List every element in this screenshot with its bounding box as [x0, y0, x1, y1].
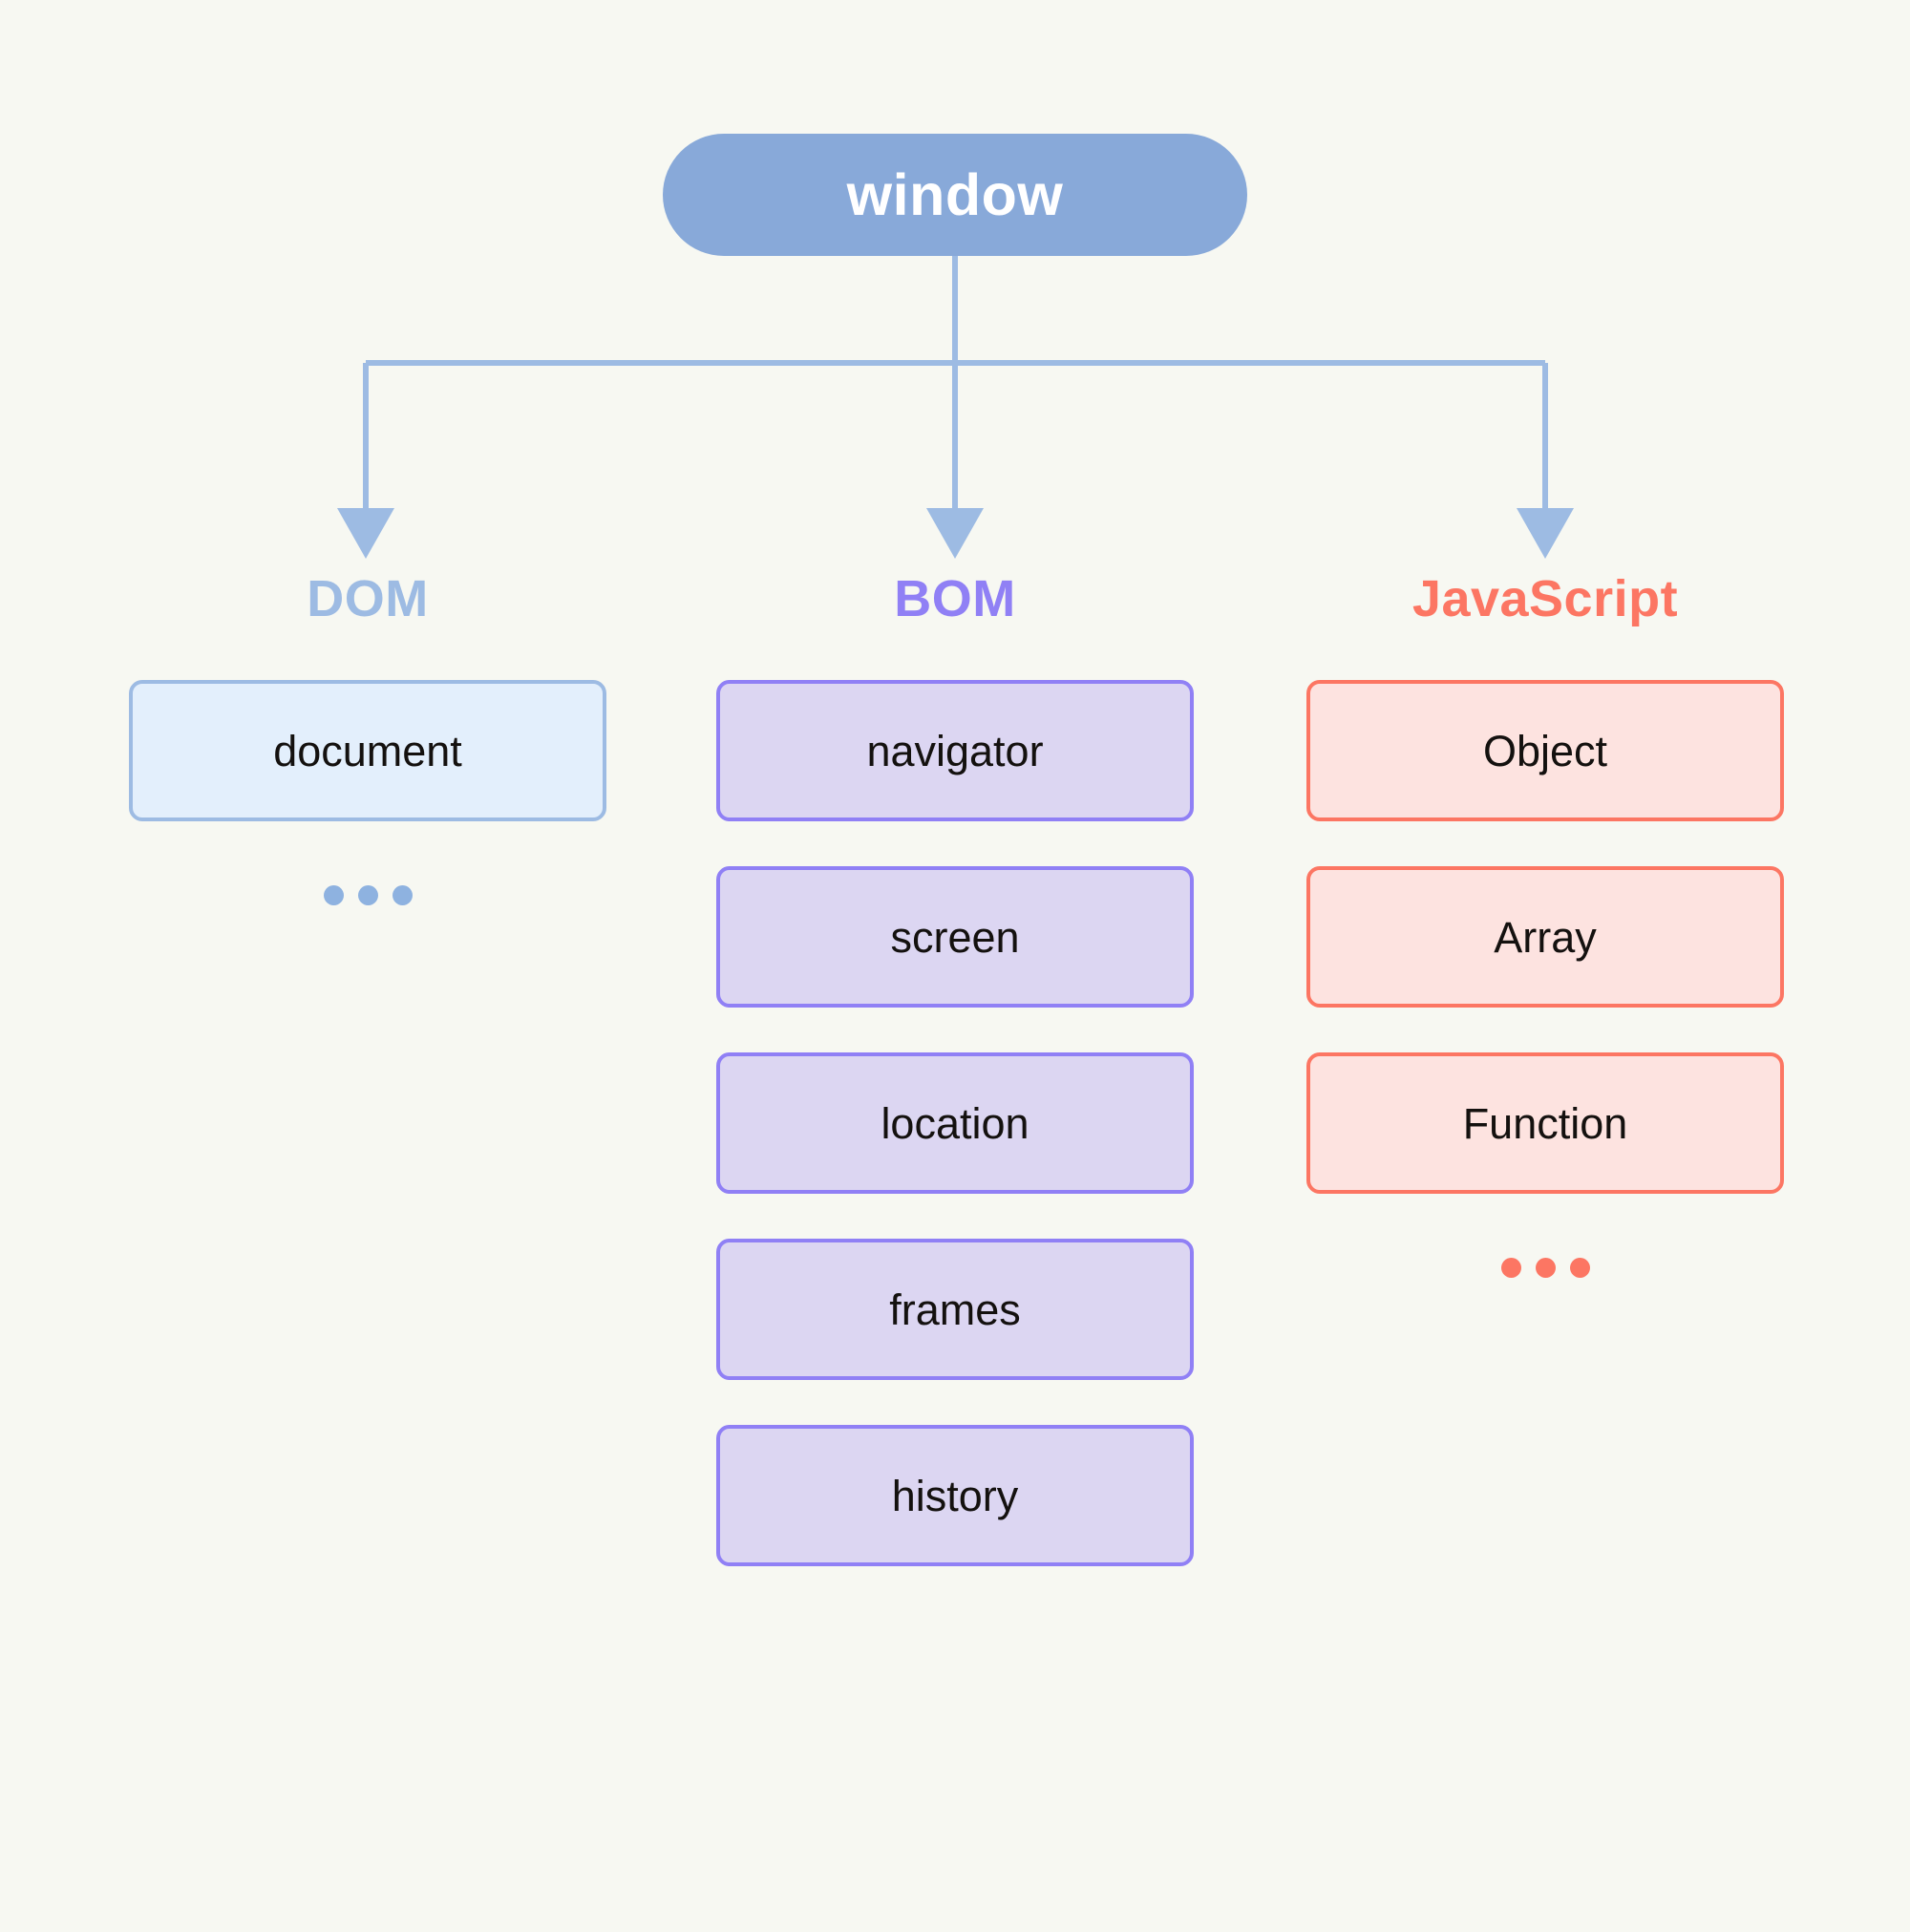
ellipsis-dot: [1500, 1257, 1521, 1278]
ellipsis-dot: [1535, 1257, 1556, 1278]
ellipsis-dot: [323, 884, 344, 905]
node-screen[interactable]: screen: [716, 866, 1194, 1008]
column-heading-javascript: JavaScript: [1411, 570, 1679, 627]
node-navigator-label: navigator: [866, 726, 1044, 775]
node-location[interactable]: location: [716, 1052, 1194, 1194]
node-document[interactable]: document: [129, 680, 606, 821]
column-heading-bom: BOM: [894, 570, 1016, 627]
node-navigator[interactable]: navigator: [716, 680, 1194, 821]
column-javascript: JavaScript Object Array Function: [1306, 573, 1784, 1296]
arrowhead-js: [1517, 508, 1574, 559]
arrowhead-bom: [926, 508, 984, 559]
arrowhead-dom: [337, 508, 394, 559]
ellipsis-dot: [1569, 1257, 1590, 1278]
node-function[interactable]: Function: [1306, 1052, 1784, 1194]
node-frames-label: frames: [889, 1284, 1021, 1334]
node-history-label: history: [891, 1471, 1019, 1520]
ellipsis-dot: [357, 884, 378, 905]
node-array[interactable]: Array: [1306, 866, 1784, 1008]
node-array-label: Array: [1494, 912, 1597, 962]
node-object-label: Object: [1482, 726, 1608, 775]
node-document-label: document: [273, 726, 462, 775]
node-location-label: location: [881, 1098, 1029, 1148]
node-window-label: window: [846, 161, 1064, 227]
column-dom: DOM document: [129, 573, 606, 924]
column-heading-dom: DOM: [307, 570, 429, 627]
node-screen-label: screen: [890, 912, 1020, 962]
ellipsis-dom: [129, 866, 606, 924]
ellipsis-javascript: [1306, 1239, 1784, 1296]
node-window[interactable]: window: [663, 134, 1247, 256]
node-object[interactable]: Object: [1306, 680, 1784, 821]
node-function-label: Function: [1462, 1098, 1628, 1148]
column-bom: BOM navigator screen location frames his…: [716, 573, 1194, 1611]
node-history[interactable]: history: [716, 1425, 1194, 1566]
node-frames[interactable]: frames: [716, 1239, 1194, 1380]
ellipsis-dot: [392, 884, 413, 905]
